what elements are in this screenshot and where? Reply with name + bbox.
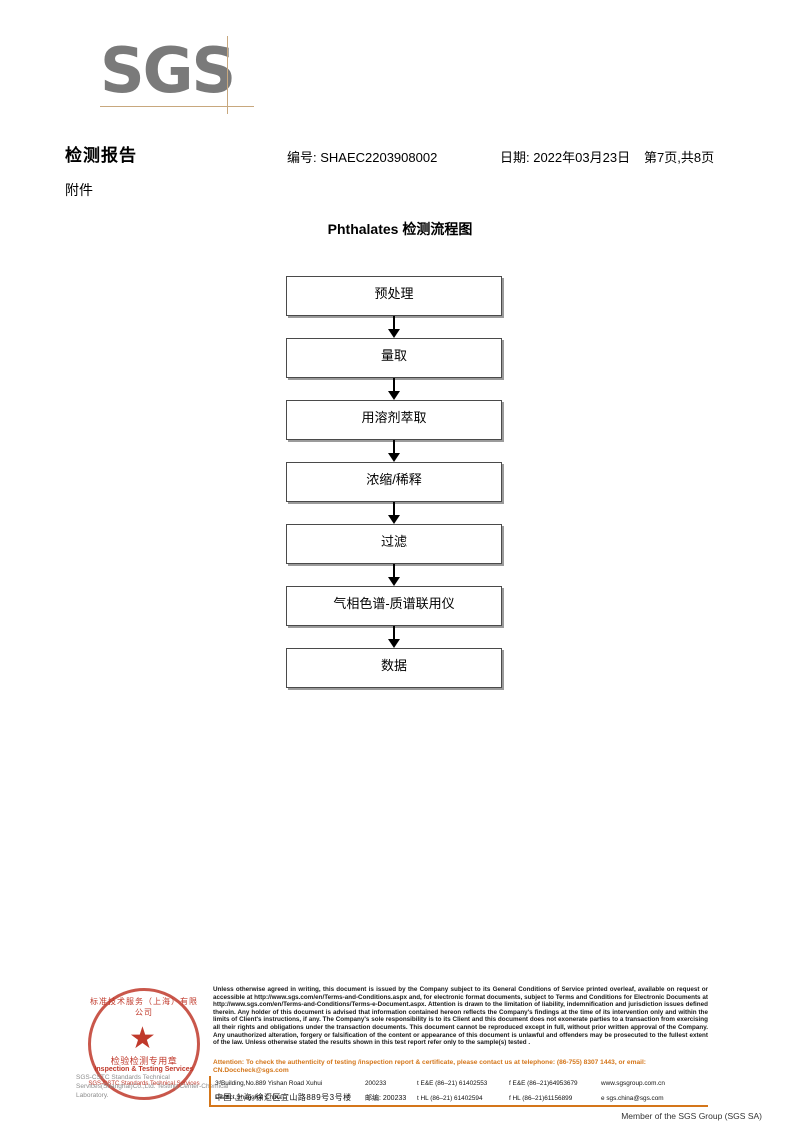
logo-wordmark: SGS	[100, 34, 236, 107]
attention-notice: Attention: To check the authenticity of …	[213, 1059, 646, 1075]
flowchart-title: Phthalates 检测流程图	[327, 221, 473, 237]
star-icon: ★	[129, 1022, 156, 1055]
report-number: 编号: SHAEC2203908002	[287, 150, 438, 165]
flow-arrow-icon	[286, 440, 502, 462]
flow-node: 预处理	[286, 276, 502, 316]
logo-horizontal-rule	[100, 106, 254, 107]
page-title: 检测报告	[65, 146, 137, 165]
arrow-shaft	[393, 440, 395, 455]
logo-vertical-rule	[227, 36, 228, 114]
email: e sgs.china@sgs.com	[601, 1095, 664, 1102]
address-block: 3ᵈBuilding,No.889 Yishan Road Xuhui Dist…	[215, 1077, 710, 1105]
arrow-shaft	[393, 626, 395, 641]
page-indicator: 第7页,共8页	[644, 150, 715, 165]
flow-node-label: 量取	[380, 347, 407, 363]
tel-ee: t E&E (86–21) 61402553	[417, 1080, 488, 1087]
stamp-circle-icon	[88, 988, 200, 1100]
flow-node: 用溶剂萃取	[286, 400, 502, 440]
stamp-en-text: Inspection & Testing Services	[94, 1066, 194, 1073]
flow-node-label: 气相色谱-质谱联用仪	[333, 595, 455, 611]
fax-ee: f E&E (86–21)64953679	[509, 1080, 578, 1087]
report-date: 日期: 2022年03月23日	[500, 150, 631, 165]
official-stamp: 标准技术服务（上海）有限公司 ★ 检验检测专用章 Inspection & Te…	[88, 988, 206, 1106]
zip-en: 200233	[365, 1080, 387, 1087]
address-row-en: 3ᵈBuilding,No.889 Yishan Road Xuhui Dist…	[215, 1077, 710, 1101]
arrow-head	[388, 329, 400, 338]
stamp-cn-text: 检验检测专用章	[110, 1056, 178, 1066]
terms-and-conditions: Unless otherwise agreed in writing, this…	[213, 986, 708, 1047]
flow-node: 浓缩/稀释	[286, 462, 502, 502]
stamp-arc-top-text: 标准技术服务（上海）有限公司	[90, 997, 198, 1017]
flow-node: 气相色谱-质谱联用仪	[286, 586, 502, 626]
address-cn: 中国·上海·徐汇区宜山路889号3号楼	[215, 1093, 352, 1102]
flow-arrow-icon	[286, 316, 502, 338]
flow-node-label: 浓缩/稀释	[366, 471, 422, 487]
flow-node-label: 用溶剂萃取	[361, 409, 427, 425]
flowchart: 预处理 量取 用溶剂萃取 浓缩/稀释 过滤	[286, 276, 502, 688]
flow-node: 数据	[286, 648, 502, 688]
fax-hl: f HL (86–21)61156899	[509, 1095, 573, 1102]
tel-hl: t HL (86–21) 61402594	[417, 1095, 483, 1102]
flow-node: 量取	[286, 338, 502, 378]
zip-cn: 邮编: 200233	[365, 1095, 407, 1102]
address-en: 3ᵈBuilding,No.889 Yishan Road Xuhui Dist…	[215, 1080, 323, 1101]
address-row-cn: 中国·上海·徐汇区宜山路889号3号楼 邮编: 200233 t HL (86–…	[215, 1091, 710, 1105]
flow-arrow-icon	[286, 626, 502, 648]
website: www.sgsgroup.com.cn	[601, 1080, 665, 1087]
laboratory-name: SGS-CSTC Standards Technical Services(Sh…	[76, 1074, 229, 1099]
member-notice: Member of the SGS Group (SGS SA)	[621, 1111, 762, 1121]
arrow-head	[388, 391, 400, 400]
arrow-head	[388, 453, 400, 462]
flow-arrow-icon	[286, 502, 502, 524]
arrow-head	[388, 515, 400, 524]
flow-arrow-icon	[286, 564, 502, 586]
attachment-label: 附件	[65, 182, 93, 198]
address-divider	[209, 1076, 211, 1107]
arrow-head	[388, 639, 400, 648]
arrow-head	[388, 577, 400, 586]
flow-node-label: 过滤	[380, 533, 407, 549]
address-rule	[209, 1105, 708, 1107]
sgs-logo: SGS	[100, 36, 260, 120]
flow-node-label: 数据	[380, 657, 407, 673]
arrow-shaft	[393, 564, 395, 579]
arrow-shaft	[393, 316, 395, 331]
arrow-shaft	[393, 502, 395, 517]
arrow-shaft	[393, 378, 395, 393]
stamp-arc-bottom-text: SGS-CSTC Standards Technical Services	[88, 1081, 200, 1087]
flow-node-label: 预处理	[374, 285, 414, 301]
flow-arrow-icon	[286, 378, 502, 400]
flow-node: 过滤	[286, 524, 502, 564]
